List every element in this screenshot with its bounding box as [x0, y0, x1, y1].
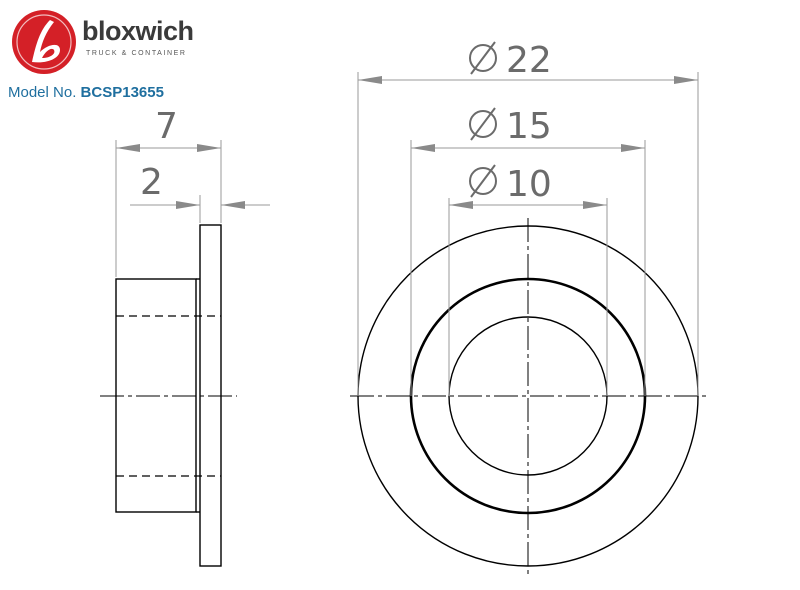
- dim-7-arrow-right: [197, 144, 221, 152]
- dim-22-arrow-left: [358, 76, 382, 84]
- model-value: BCSP13655: [80, 84, 164, 101]
- dim-overall-length-label: 7: [155, 106, 178, 147]
- dim-7-arrow-left: [116, 144, 140, 152]
- dim-10-arrow-right: [583, 201, 607, 209]
- dim-flange-thickness-label: 2: [140, 162, 163, 203]
- diameter-symbol-icon: [469, 164, 497, 198]
- dim-bore-diameter-label: 10: [506, 164, 552, 205]
- diameter-symbol-icon: [469, 107, 497, 141]
- dim-22-arrow-right: [674, 76, 698, 84]
- brand-tagline: TRUCK & CONTAINER: [86, 50, 187, 57]
- side-view: 7 2: [100, 106, 270, 567]
- dim-2-arrow-right: [221, 201, 245, 209]
- front-view: 22 15 10: [350, 40, 706, 574]
- dim-15-arrow-left: [411, 144, 435, 152]
- dim-outer-diameter-label: 22: [506, 40, 552, 81]
- dim-15-arrow-right: [621, 144, 645, 152]
- model-number: Model No. BCSP13655: [8, 85, 164, 100]
- model-label: Model No.: [8, 84, 77, 101]
- bloxwich-logo-icon: [12, 10, 76, 74]
- dim-10-arrow-left: [449, 201, 473, 209]
- brand-name: bloxwich: [82, 16, 194, 46]
- dim-2-arrow-left: [176, 201, 200, 209]
- brand-header: bloxwich TRUCK & CONTAINER Model No. BCS…: [0, 0, 240, 110]
- diameter-symbol-icon: [469, 41, 497, 75]
- dim-flange-diameter-label: 15: [506, 106, 552, 147]
